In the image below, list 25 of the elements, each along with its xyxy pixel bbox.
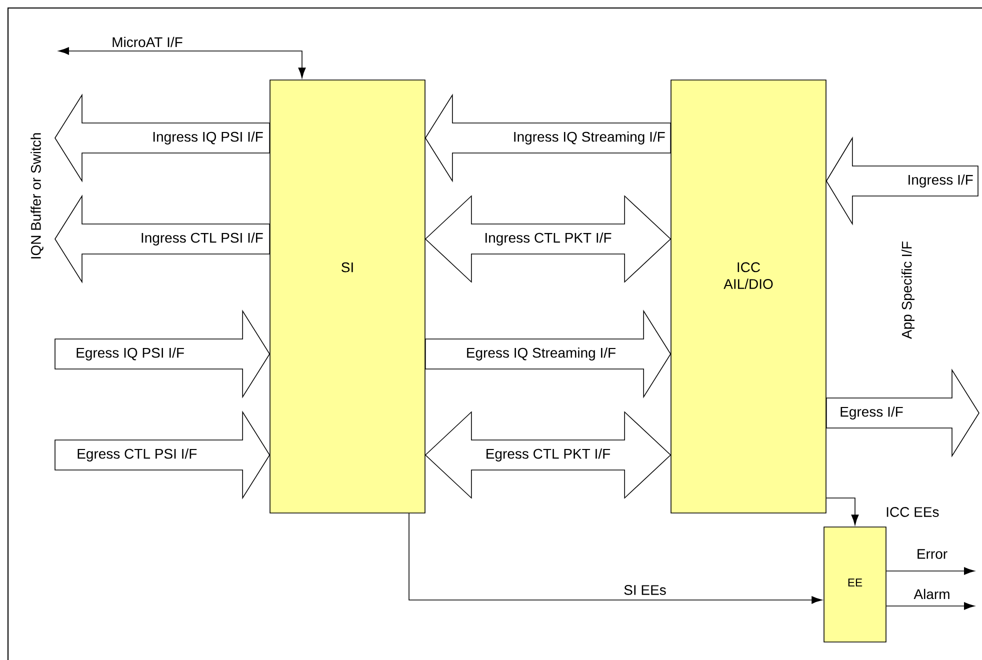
edge-label: Ingress CTL PSI I/F [139, 231, 265, 247]
edge-label: Egress I/F [838, 405, 905, 421]
edge-label: ICC EEs [884, 506, 941, 518]
arrow [886, 567, 975, 575]
edge-label: Egress CTL PSI I/F [75, 447, 199, 463]
edge-label: Ingress I/F [906, 173, 975, 189]
side-label: IQN Buffer or Switch [30, 133, 44, 258]
block-box: SI [270, 80, 426, 514]
arrow [886, 602, 975, 610]
edge-label: Ingress IQ Streaming I/F [512, 130, 667, 146]
edge-label: Egress CTL PKT I/F [484, 447, 612, 463]
edge-label: Egress IQ PSI I/F [74, 346, 186, 362]
block-box: EE [824, 526, 886, 642]
edge-label: Alarm [912, 588, 952, 600]
block-box: ICC AIL/DIO [670, 80, 826, 514]
side-label: App Specific I/F [901, 242, 915, 339]
edge-label: MicroAT I/F [110, 36, 184, 48]
arrow [826, 498, 859, 526]
edge-label: Egress IQ Streaming I/F [464, 346, 618, 362]
edge-label: SI EEs [622, 584, 668, 596]
edge-label: Ingress CTL PKT I/F [482, 231, 614, 247]
arrow [408, 513, 822, 604]
edge-label: Ingress IQ PSI I/F [150, 130, 265, 146]
edge-label: Error [915, 548, 949, 560]
arrow [58, 47, 306, 78]
